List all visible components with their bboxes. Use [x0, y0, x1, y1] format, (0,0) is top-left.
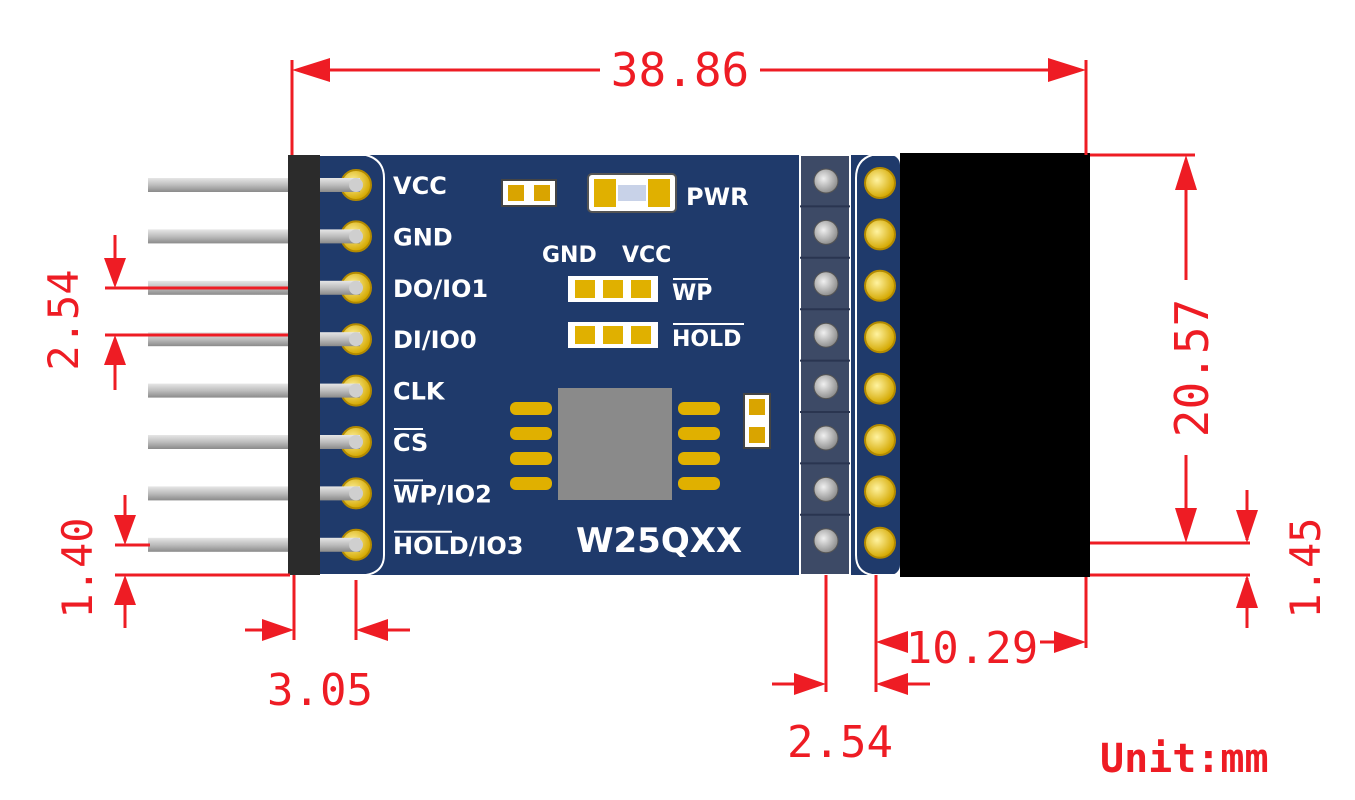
header-hole	[813, 528, 839, 554]
right-pin-pad	[864, 526, 896, 559]
right-pin-pads	[864, 167, 896, 559]
smd-capacitor	[743, 393, 771, 449]
pcb-board	[288, 155, 900, 575]
chip-name: W25QXX	[576, 521, 742, 561]
header-hole	[813, 322, 839, 348]
right-pad-silk-outline	[855, 154, 900, 576]
pad-hole	[349, 229, 363, 244]
dim-bottom-margin-right: 1.45	[1281, 517, 1330, 618]
pad-hole	[349, 435, 363, 449]
wp-jumper	[568, 276, 658, 302]
dim-bottom-margin-left: 1.40	[53, 517, 102, 618]
header-hole	[813, 374, 839, 400]
pin-label: HOLD/IO3	[393, 532, 524, 560]
right-pin-pad	[864, 321, 896, 354]
pad-hole	[349, 332, 363, 347]
pin-label: CS	[393, 429, 428, 457]
right-pin-pad	[864, 475, 896, 508]
header-hole	[813, 425, 839, 451]
pwr-label: PWR	[686, 183, 749, 211]
left-pin-silk-outline	[320, 154, 385, 576]
header-hole	[813, 168, 839, 194]
dim-header-offset: 3.05	[267, 665, 373, 716]
header-hole	[813, 219, 839, 245]
header-hole	[813, 271, 839, 297]
dim-pin-pitch-left: 2.54	[39, 269, 88, 370]
vcc-label: VCC	[622, 243, 671, 268]
right-header-outline	[799, 154, 851, 576]
smd-resistor	[501, 179, 557, 207]
dimension-annotations	[104, 58, 1258, 695]
dim-height: 20.57	[1165, 299, 1219, 437]
pin-label: DI/IO0	[393, 326, 477, 354]
header-hole	[813, 476, 839, 502]
right-pin-pad	[864, 424, 896, 456]
gnd-label: GND	[542, 243, 597, 268]
pin-label: GND	[393, 223, 453, 251]
pin-label: WP/IO2	[393, 480, 492, 508]
connector-body	[900, 153, 1090, 577]
pin-label: VCC	[393, 172, 447, 200]
right-pin-pad	[864, 167, 896, 199]
pad-hole	[349, 280, 363, 295]
pin-label: DO/IO1	[393, 275, 488, 303]
left-header-strip	[288, 155, 320, 575]
unit-label: Unit:mm	[1100, 736, 1269, 782]
dim-connector-width: 10.29	[906, 623, 1038, 674]
pad-hole	[349, 383, 363, 398]
left-pin-pads	[320, 169, 372, 561]
hold-jumper	[568, 322, 658, 348]
pin-label: CLK	[393, 378, 446, 406]
pad-hole	[349, 537, 363, 552]
wp-label: WP	[672, 281, 712, 306]
pad-hole	[349, 178, 363, 192]
flash-chip	[510, 388, 720, 500]
right-pin-pad	[864, 372, 896, 405]
right-pin-pad	[864, 269, 896, 302]
pad-hole	[349, 486, 363, 501]
dim-overall-width: 38.86	[611, 43, 749, 97]
right-header-holes	[800, 168, 850, 554]
pwr-led	[587, 173, 677, 213]
right-pin-pad	[864, 218, 896, 251]
dim-right-pin-pitch: 2.54	[787, 717, 893, 768]
hold-label: HOLD	[672, 327, 741, 352]
